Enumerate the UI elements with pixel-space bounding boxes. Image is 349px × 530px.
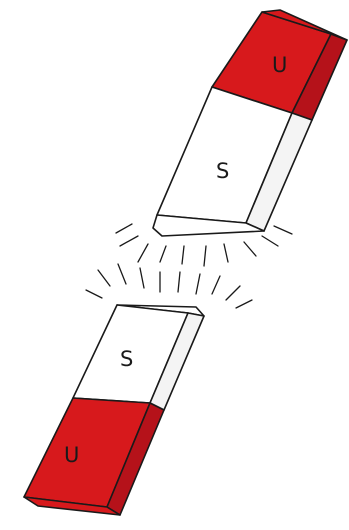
- field-line: [86, 290, 102, 298]
- field-line: [224, 244, 228, 262]
- field-line: [274, 226, 292, 234]
- field-line: [244, 242, 256, 256]
- field-line: [138, 244, 148, 262]
- lower-magnet: S U: [24, 305, 204, 515]
- field-line: [236, 300, 252, 308]
- field-line: [116, 224, 132, 233]
- field-line: [204, 246, 206, 266]
- upper-magnet: U S: [153, 10, 347, 236]
- field-line: [226, 286, 240, 300]
- lower-magnet-south-label: S: [120, 347, 133, 371]
- field-line: [182, 246, 184, 264]
- field-line: [212, 276, 220, 294]
- field-line: [196, 274, 200, 294]
- field-line: [262, 236, 278, 246]
- field-line: [160, 246, 166, 262]
- field-line: [140, 268, 144, 288]
- lower-magnet-north-label: U: [64, 443, 79, 467]
- field-line: [98, 270, 110, 286]
- field-line: [178, 272, 180, 292]
- upper-magnet-south-label: S: [216, 159, 229, 183]
- field-line: [120, 236, 138, 246]
- magnetic-field-lines: [86, 224, 292, 308]
- upper-magnet-north-label: U: [272, 53, 287, 77]
- field-line: [118, 264, 126, 284]
